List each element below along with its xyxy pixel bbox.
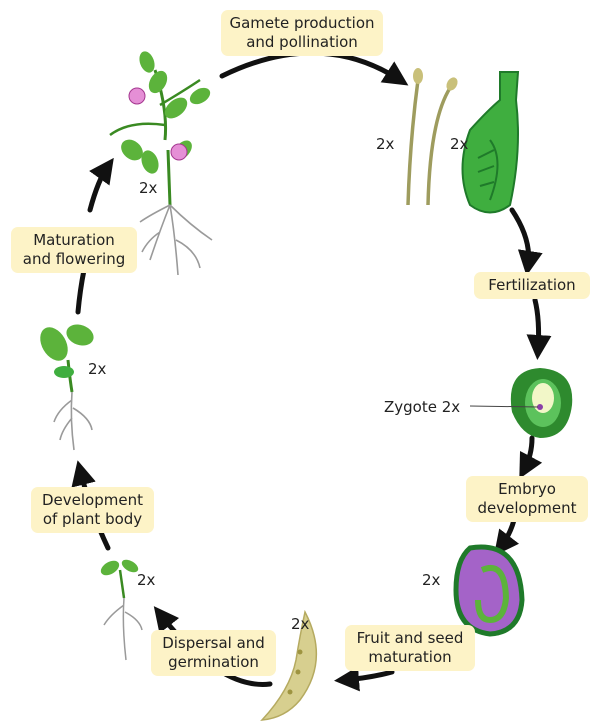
- label-dispersal-germination: Dispersal and germination: [151, 630, 276, 676]
- ploidy-ovule: 2x: [450, 135, 468, 153]
- arrow-body-to-maturation: [78, 270, 84, 312]
- ploidy-seedling-large: 2x: [88, 360, 106, 378]
- label-maturation-flowering: Maturation and flowering: [11, 227, 137, 273]
- label-gamete-production: Gamete production and pollination: [221, 10, 383, 56]
- large-seedling-illustration: [35, 321, 97, 450]
- arrow-embryo-to-seed: [500, 520, 514, 548]
- arrow-maturation-to-flowering: [90, 166, 108, 210]
- ploidy-seedling-small: 2x: [137, 571, 155, 589]
- ploidy-fruit: 2x: [291, 615, 309, 633]
- label-fertilization: Fertilization: [474, 272, 590, 299]
- ovule-illustration: [463, 72, 519, 213]
- zygote-illustration: [470, 368, 572, 438]
- label-fruit-seed-maturation: Fruit and seed maturation: [345, 625, 475, 671]
- arrow-seed-to-pod: [344, 672, 392, 680]
- label-development-plant-body: Development of plant body: [31, 487, 154, 533]
- label-embryo-development: Embryo development: [466, 476, 588, 522]
- flower-icon: [171, 144, 187, 160]
- arrow-flowering-to-gametes: [222, 53, 400, 80]
- seed-illustration: [456, 547, 522, 634]
- small-seedling-illustration: [98, 557, 142, 660]
- ploidy-adult-plant: 2x: [139, 179, 157, 197]
- arrow-gametes-to-fertilization: [512, 210, 529, 266]
- arrow-fertilization-to-zygote: [535, 300, 539, 350]
- ploidy-pollen: 2x: [376, 135, 394, 153]
- arrow-zygote-to-embryo: [524, 438, 532, 470]
- flower-icon: [129, 88, 145, 104]
- ploidy-seed: 2x: [422, 571, 440, 589]
- ploidy-zygote: Zygote 2x: [384, 398, 460, 416]
